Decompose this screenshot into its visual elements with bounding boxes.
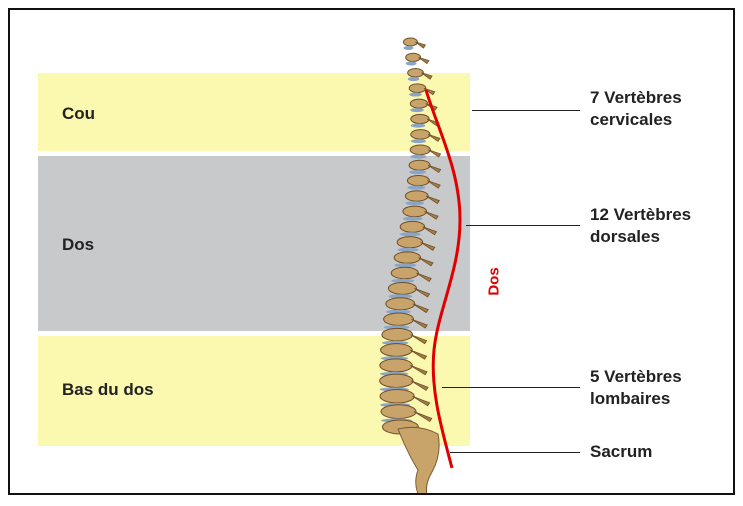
dorsal-label: 12 Vertèbres dorsales xyxy=(590,204,691,248)
back-curve-label: Dos xyxy=(486,267,503,295)
back-curve-line xyxy=(426,90,460,468)
sacrum-leader-line xyxy=(450,452,580,453)
lumbar-leader-line xyxy=(442,387,580,388)
diagram-frame: Cou Dos Bas du dos Dos 7 Vertèbres cervi… xyxy=(8,8,735,495)
lumbar-label: 5 Vertèbres lombaires xyxy=(590,366,682,410)
sacrum-label: Sacrum xyxy=(590,441,652,463)
spine-curve-overlay xyxy=(10,10,735,495)
cervical-leader-line xyxy=(472,110,580,111)
dorsal-leader-line xyxy=(466,225,580,226)
cervical-label: 7 Vertèbres cervicales xyxy=(590,87,682,131)
